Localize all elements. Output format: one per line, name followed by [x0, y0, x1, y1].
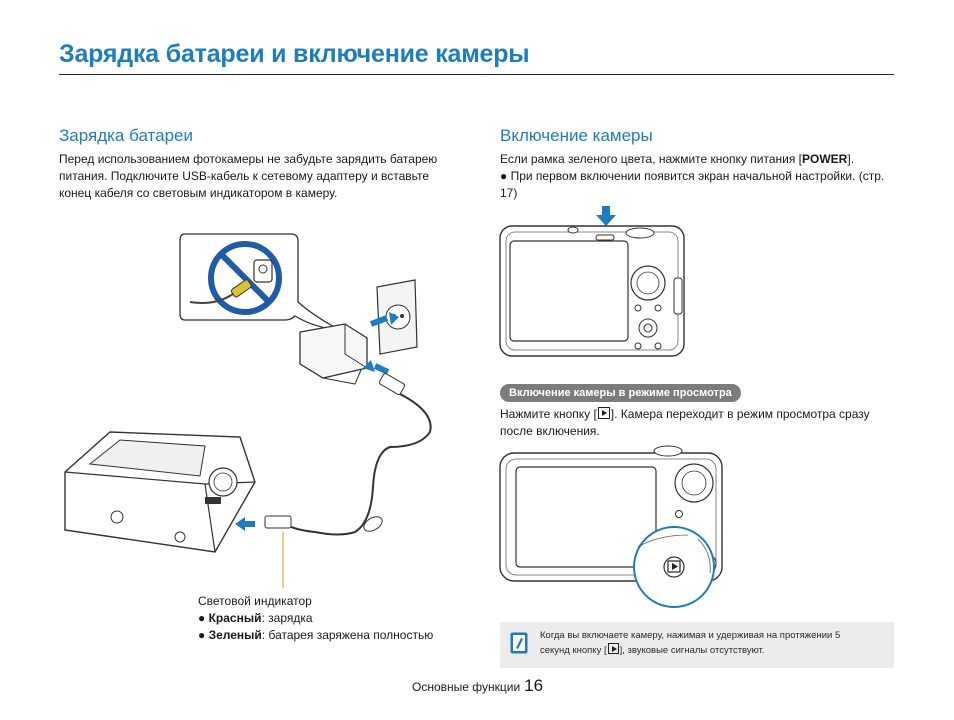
indicator-legend: Световой индикатор ● Красный: зарядка ● …	[198, 593, 468, 644]
note-line-2-post: ], звуковые сигналы отсутствуют.	[619, 645, 765, 656]
first-start-note: ● При первом включении появится экран на…	[500, 168, 900, 202]
bullet: ●	[500, 169, 508, 183]
playback-instruction: Нажмите кнопку []. Камера переходит в ре…	[500, 406, 900, 440]
first-start-text: При первом включении появится экран нача…	[500, 169, 885, 200]
note-box: Когда вы включаете камеру, нажимая и уде…	[500, 622, 894, 668]
indicator-item-red: ● Красный: зарядка	[198, 610, 468, 627]
footer-section-label: Основные функции	[412, 680, 521, 694]
indicator-label-green: Зеленый	[208, 628, 262, 642]
note-line-2-pre: секунд кнопку [	[540, 645, 607, 656]
section-heading-power-on: Включение камеры	[500, 126, 653, 145]
note-icon	[510, 632, 528, 654]
playback-mode-badge: Включение камеры в режиме просмотра	[500, 384, 741, 402]
indicator-item-green: ● Зеленый: батарея заряжена полностью	[198, 627, 468, 644]
playback-text: Нажмите кнопку []. Камера переходит в ре…	[500, 406, 900, 440]
playback-button-icon	[607, 643, 619, 654]
section-heading-charging: Зарядка батареи	[59, 126, 193, 145]
charging-intro-paragraph: Перед использованием фотокамеры не забуд…	[59, 152, 438, 200]
indicator-desc-red: : зарядка	[261, 611, 313, 625]
power-instruction: Если рамка зеленого цвета, нажмите кнопк…	[500, 151, 900, 168]
note-line-1: Когда вы включаете камеру, нажимая и уде…	[540, 630, 841, 641]
power-instruction-post: ].	[847, 152, 855, 166]
note-text: Когда вы включаете камеру, нажимая и уде…	[540, 628, 890, 658]
charging-intro-text: Перед использованием фотокамеры не забуд…	[59, 151, 439, 202]
playback-button-icon	[597, 407, 610, 419]
bullet: ●	[198, 611, 206, 625]
bullet: ●	[198, 628, 206, 642]
indicator-desc-green: : батарея заряжена полностью	[261, 628, 434, 642]
camera-playback-illustration	[499, 445, 723, 608]
playback-instruction-pre: Нажмите кнопку [	[500, 407, 597, 421]
page-title: Зарядка батареи и включение камеры	[59, 40, 530, 68]
title-divider	[59, 74, 894, 75]
page-number: 16	[524, 676, 544, 695]
note-line-2: секунд кнопку [ ], звуковые сигналы отсут…	[540, 643, 890, 658]
charging-illustration	[64, 233, 432, 588]
camera-back-illustration	[499, 206, 685, 357]
playback-instruction-post: ]. Камера переходит в режим просмотра ср…	[500, 407, 870, 438]
power-instruction-pre: Если рамка зеленого цвета, нажмите кнопк…	[500, 152, 803, 166]
indicator-legend-title: Световой индикатор	[198, 594, 312, 608]
indicator-label-red: Красный	[208, 611, 262, 625]
power-key-label: POWER	[802, 152, 848, 166]
power-on-text: Если рамка зеленого цвета, нажмите кнопк…	[500, 151, 900, 202]
